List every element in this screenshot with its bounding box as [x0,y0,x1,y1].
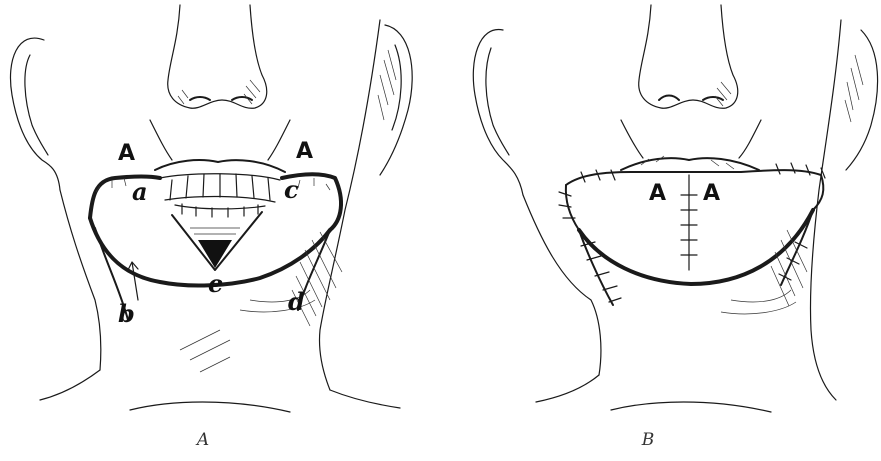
label-b: b [118,299,135,328]
upper-lip [155,160,285,172]
nostril-left [190,97,210,100]
philtrum [150,120,290,160]
left-face-contour [60,190,101,370]
wedge-shading [190,228,240,234]
neck-line-left [536,375,599,402]
collar-shading [180,330,230,372]
left-ear [10,38,60,190]
label-suture-right: A [703,181,720,206]
ear-shading [378,50,396,120]
figure-panel-b: A A B [441,0,881,461]
collar-line [130,402,290,412]
left-ear-inner [25,55,48,155]
neck-shading [721,230,807,314]
collar-line [611,402,771,412]
right-face-contour [319,20,380,390]
nostril-right [703,97,723,100]
chin-contour [579,210,813,284]
arrow-b [128,262,138,300]
label-a: a [132,177,148,206]
caption-b: B [628,430,668,450]
philtrum [621,120,761,158]
figure-panel-a: A A a b c d e A [0,0,440,461]
left-ear [473,30,523,195]
right-ear-inner [392,45,401,130]
label-d: d [288,287,305,316]
label-c: c [284,175,299,204]
label-e: e [208,269,223,298]
right-face-contour [810,20,841,400]
flap-edge-left [566,185,579,230]
caption-a: A [183,430,223,450]
scar-left [579,230,613,305]
left-ear-inner [486,48,509,155]
teeth [160,174,280,217]
nose [639,5,738,108]
label-flap-left: A [118,141,135,166]
nose-shading [715,82,731,106]
nostril-left [659,96,679,101]
label-flap-right: A [296,139,313,164]
face-illustration-b: A A [441,0,881,425]
ear-shading [845,55,863,122]
neck-line-right [330,390,400,408]
nostril-right [232,97,252,100]
left-face-contour [523,195,601,375]
new-lip-line [566,170,821,185]
face-illustration-a: A A a b c d e [0,0,440,425]
neck-line-left [40,370,100,400]
label-suture-left: A [649,181,666,206]
